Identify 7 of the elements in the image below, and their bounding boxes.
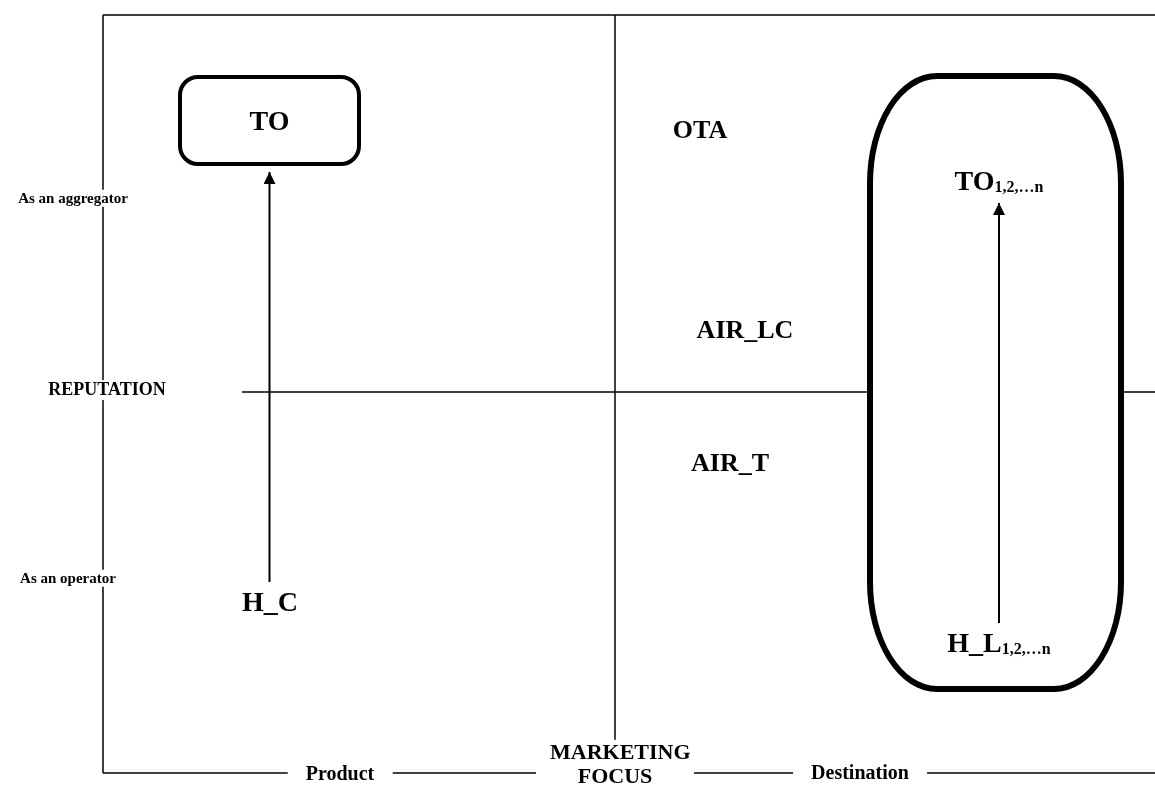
rounded-container bbox=[867, 73, 1124, 692]
node-label: TO$_{1,2,…n}$ bbox=[954, 165, 1044, 197]
node-label: H_L$_{1,2,…n}$ bbox=[947, 627, 1051, 659]
arrow bbox=[993, 202, 1005, 624]
node-label: H_C bbox=[242, 586, 298, 618]
arrow bbox=[263, 171, 276, 583]
rounded-box: TO bbox=[178, 75, 361, 166]
